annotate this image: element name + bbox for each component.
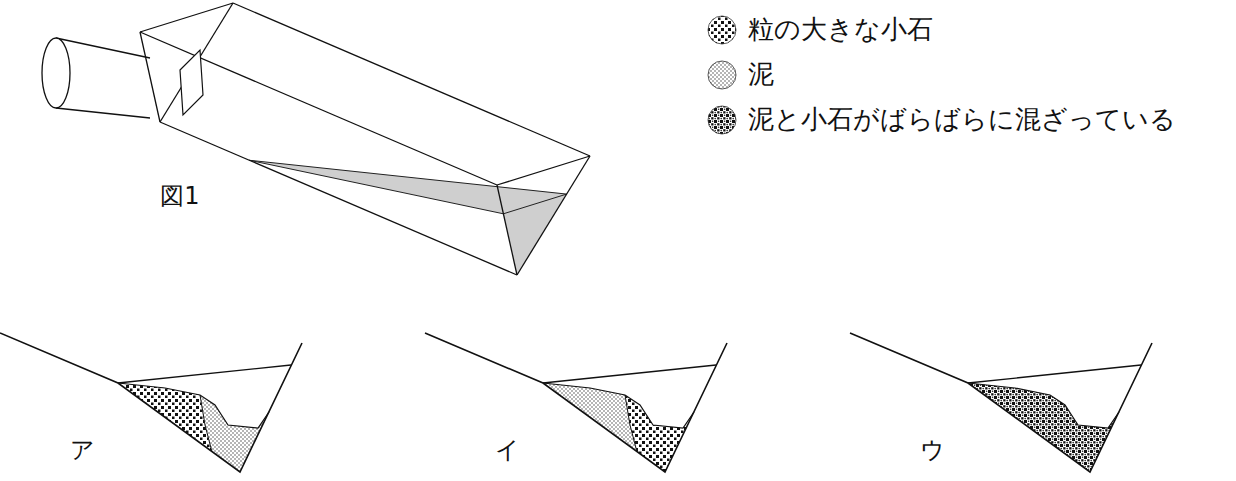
option-label: イ — [495, 436, 520, 465]
sediment-surface — [118, 383, 269, 428]
legend-text: 泥 — [748, 59, 774, 90]
tap-end — [42, 38, 70, 108]
water-line — [543, 365, 716, 383]
tank-edge — [517, 156, 590, 275]
legend-text: 粒の大きな小石 — [748, 14, 933, 45]
sediment-surface — [543, 383, 694, 428]
cross-section — [850, 333, 1152, 472]
tank-edge — [497, 185, 517, 275]
legend-swatch — [708, 61, 736, 89]
figure-number: 図1 — [160, 182, 199, 211]
container-wall — [0, 333, 302, 472]
option-label: ア — [70, 436, 95, 465]
tank-edge — [160, 3, 233, 122]
container-wall — [850, 333, 1152, 472]
water-line — [118, 365, 291, 383]
tank-edge — [140, 3, 233, 32]
sediment-surface — [968, 383, 1119, 428]
tank-edge — [497, 156, 590, 185]
tap-valve — [180, 50, 203, 115]
legend-text: 泥と小石がばらばらに混ざっている — [748, 104, 1176, 135]
container-wall — [425, 333, 727, 472]
tank-edge — [160, 122, 517, 275]
legend-swatch — [708, 16, 736, 44]
tank-edge — [233, 3, 590, 156]
tank-figure — [42, 3, 590, 275]
option-label: ウ — [920, 436, 945, 465]
cross-section — [0, 333, 302, 472]
legend-swatch — [708, 106, 736, 134]
tank-edge — [140, 32, 497, 185]
cross-section — [425, 333, 727, 472]
tank-edge — [140, 32, 160, 122]
water-surface — [249, 160, 566, 214]
water-line — [968, 365, 1141, 383]
